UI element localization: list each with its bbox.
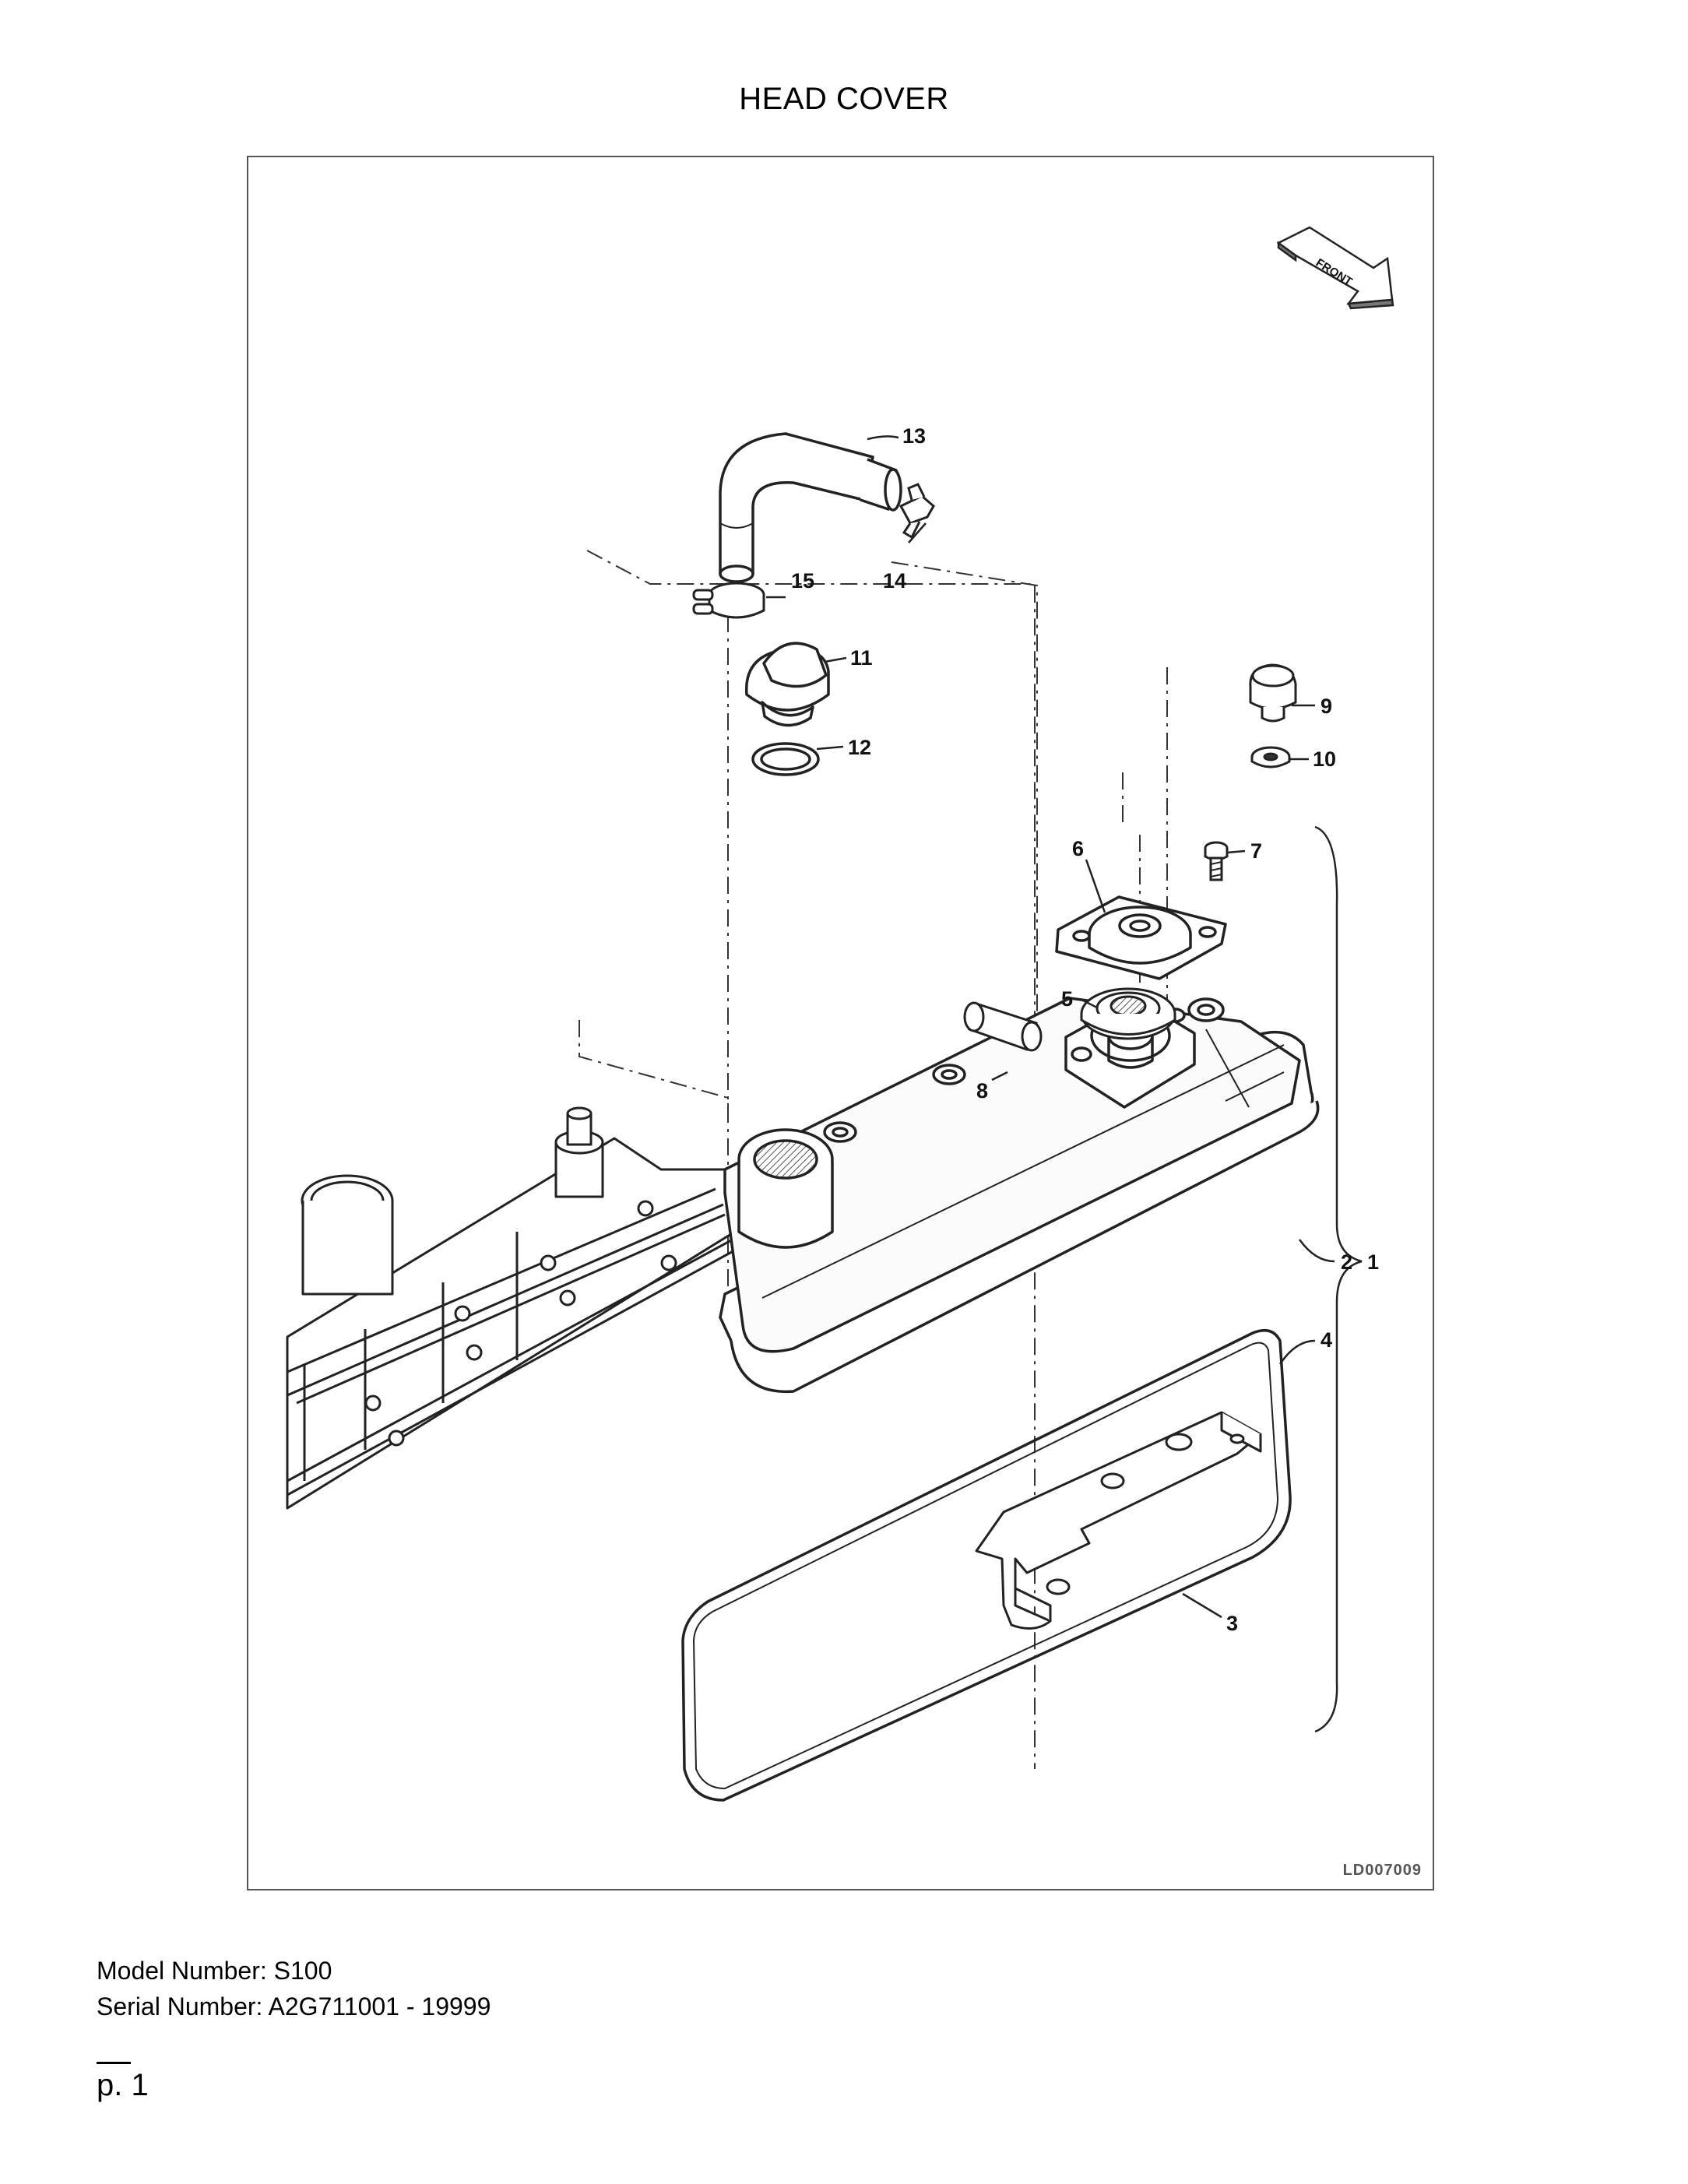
callout-11: 11 [850,646,873,670]
callout-7: 7 [1250,839,1262,863]
breather-pipe [963,1001,1043,1052]
callout-12: 12 [848,736,871,759]
head-cover-gasket [681,1328,1292,1802]
callout-3: 3 [1226,1612,1238,1635]
callout-4: 4 [1321,1328,1332,1352]
callout-10: 10 [1313,747,1336,771]
baffle-plate [975,1411,1262,1630]
callout-labels: 13 14 15 11 12 9 10 7 6 5 8 2 4 3 1 [791,424,1379,1635]
callout-5: 5 [1061,987,1073,1011]
leader-lines [766,435,1363,1733]
breather-hose [719,432,902,583]
callout-1: 1 [1367,1250,1379,1274]
sealing-washer [1250,746,1291,768]
exploded-parts-diagram: FRONT [286,226,1394,1802]
breather-cover [1055,895,1227,980]
drawing-code: LD007009 [1342,1862,1422,1879]
oil-filler-cap [745,642,830,727]
intake-manifold-illustration [286,1106,748,1510]
callout-2: 2 [1341,1250,1352,1274]
page-number: p. 1 [97,2068,149,2102]
callout-14: 14 [883,569,906,593]
callout-13: 13 [902,424,926,448]
callout-9: 9 [1321,695,1332,718]
model-serial-info: Model Number: S100 Serial Number: A2G711… [97,1953,491,2024]
model-number: Model Number: S100 [97,1957,332,1985]
serial-number: Serial Number: A2G711001 - 19999 [97,1992,491,2020]
breather-diaphragm [1080,987,1176,1040]
callout-15: 15 [791,569,814,593]
page-number-rule [97,2062,131,2064]
front-arrow-icon: FRONT [1276,226,1394,310]
hose-clamp-15 [692,582,765,619]
head-cover-body [719,997,1320,1394]
hose-clip-14 [899,483,935,540]
breather-bolt [1204,841,1229,881]
filler-cap-oring [751,742,820,776]
cap-nut [1249,663,1297,723]
diagram-frame: FRONT [247,156,1434,1890]
callout-8: 8 [976,1079,988,1103]
callout-6: 6 [1072,837,1084,860]
page-title: HEAD COVER [739,82,949,116]
